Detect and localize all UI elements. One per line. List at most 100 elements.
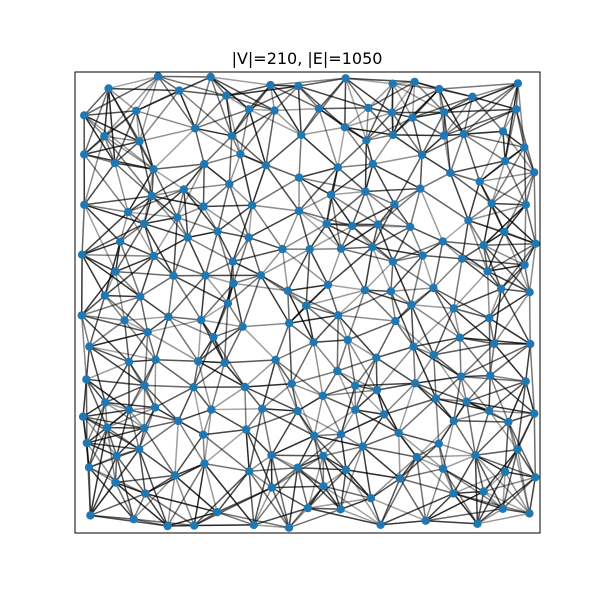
graph-node [209, 332, 218, 342]
graph-edge [307, 507, 341, 511]
graph-node [483, 267, 492, 276]
graph-edge [482, 244, 502, 290]
graph-node [530, 168, 539, 177]
graph-node [429, 350, 438, 360]
graph-edge [135, 76, 211, 112]
graph-edge [414, 354, 435, 384]
graph-node [457, 254, 467, 263]
graph-node [140, 424, 149, 433]
graph-edge [194, 95, 227, 129]
graph-edge [270, 77, 346, 86]
graph-edge [200, 302, 229, 321]
graph-edge [398, 432, 439, 445]
graph-edge [82, 253, 154, 257]
graph-edge [203, 135, 233, 165]
graph-node [314, 104, 324, 113]
graph-edge [377, 223, 424, 257]
graph-edge [367, 83, 394, 109]
graph-node [500, 156, 510, 166]
graph-edge [89, 427, 108, 516]
graph-edge [502, 130, 525, 148]
graph-edge [376, 382, 416, 391]
graph-edge [298, 77, 346, 87]
graph-edge [391, 88, 440, 114]
graph-edge [345, 469, 372, 499]
graph-edge [380, 492, 454, 526]
graph-node [104, 84, 113, 93]
graph-edge [81, 295, 106, 316]
graph-edge [298, 177, 328, 225]
graph-edge [340, 434, 347, 470]
graph-node [310, 431, 319, 440]
graph-edge [345, 468, 401, 480]
graph-node [245, 467, 254, 476]
graph-edge [424, 468, 444, 521]
graph-edge [212, 336, 246, 388]
graph-node [247, 201, 257, 210]
graph-node [100, 291, 110, 300]
graph-edge [489, 375, 510, 423]
graph-node [449, 416, 458, 425]
graph-edge [115, 481, 146, 495]
graph-edge [83, 162, 116, 206]
graph-edge [143, 195, 153, 224]
graph-edge [347, 339, 378, 391]
graph-edge [467, 220, 489, 272]
graph-edge [233, 274, 262, 285]
graph-edge [253, 455, 273, 526]
graph-node [464, 216, 473, 225]
graph-edge [172, 217, 179, 276]
graph-node [111, 478, 120, 487]
graph-edge [453, 492, 530, 515]
graph-edge [500, 288, 531, 345]
graph-node [223, 299, 233, 308]
graph-edge [297, 410, 342, 435]
graph-node [150, 403, 160, 412]
graph-edge [155, 359, 195, 388]
graph-node [340, 123, 349, 132]
graph-edge [108, 87, 180, 92]
graph-edge [225, 94, 275, 112]
graph-edge [135, 110, 155, 170]
graph-edge [177, 420, 206, 464]
graph-node [412, 452, 421, 462]
graph-edge [322, 389, 378, 397]
graph-node [468, 92, 477, 102]
graph-node [225, 179, 234, 189]
graph-edge [104, 241, 121, 296]
graph-edge [354, 385, 385, 415]
graph-edge [354, 409, 364, 447]
graph-node [80, 111, 89, 120]
graph-node [485, 313, 494, 323]
graph-edge [367, 81, 415, 109]
graph-edge [288, 467, 299, 528]
graph-edge [135, 110, 141, 142]
graph-edge [364, 260, 394, 291]
graph-node [429, 283, 438, 293]
graph-edge [88, 295, 106, 347]
graph-edge [83, 114, 154, 170]
graph-edge [144, 384, 194, 388]
graph-edge [392, 226, 411, 262]
graph-edge [287, 248, 311, 292]
graph-edge [392, 260, 434, 289]
graph-node [333, 366, 342, 376]
graph-edge [202, 434, 206, 464]
graph-edge [298, 85, 369, 109]
graph-edge [211, 407, 263, 411]
graph-edge [419, 154, 423, 189]
graph-edge [475, 448, 518, 457]
graph-edge [127, 211, 155, 257]
graph-edge [242, 322, 290, 328]
graph-node [390, 200, 399, 209]
graph-edge [86, 378, 145, 387]
graph-edge [282, 223, 327, 250]
graph-edge [83, 75, 159, 117]
graph-edge [273, 85, 299, 112]
graph-node [446, 168, 455, 178]
graph-edge [340, 413, 385, 435]
graph-edge [337, 356, 377, 372]
graph-edge [453, 420, 509, 423]
graph-edge [523, 147, 527, 205]
graph-edge [104, 295, 149, 333]
